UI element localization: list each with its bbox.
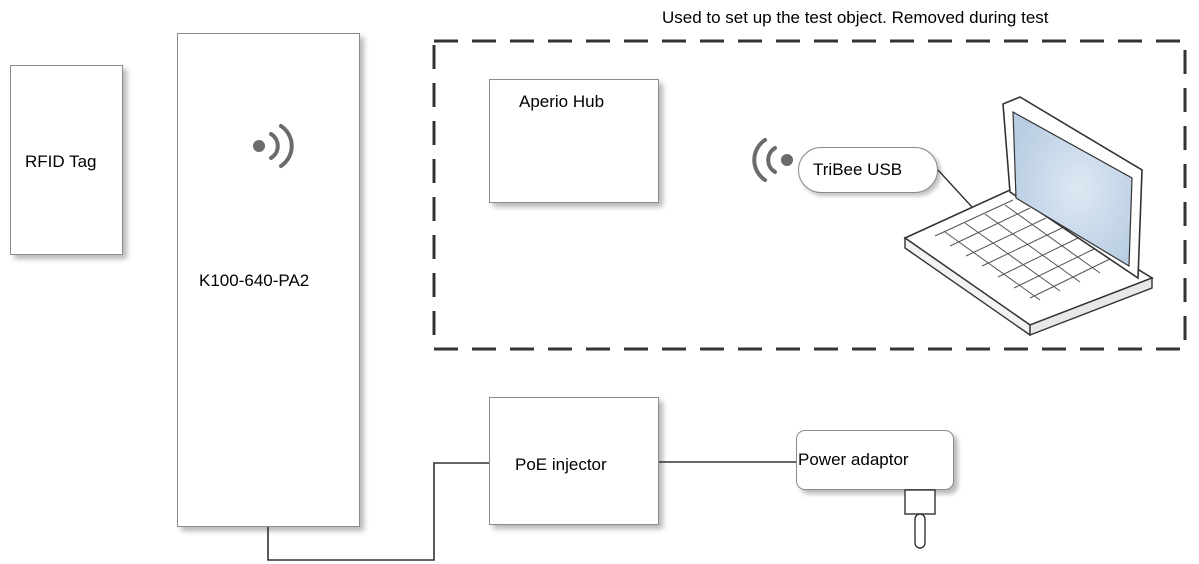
rfid-tag-label: RFID Tag [25,152,97,171]
reader-box: K100-640-PA2 [177,33,360,527]
poe-injector-box: PoE injector [489,397,659,525]
power-adaptor-box: Power adaptor [796,430,954,490]
reader-to-poe-connector [267,462,489,561]
laptop-icon [903,96,1154,337]
tribee-wireless-icon [752,138,793,182]
tribee-usb-label: TriBee USB [813,160,903,179]
tribee-to-laptop-connector [937,169,973,208]
reader-label: K100-640-PA2 [199,271,310,290]
setup-region-caption: Used to set up the test object. Removed … [662,8,1049,27]
rfid-tag-box: RFID Tag [10,65,123,255]
aperio-hub-label: Aperio Hub [519,92,605,111]
poe-injector-label: PoE injector [515,455,607,474]
reader-wireless-icon [253,124,294,168]
power-adaptor-label: Power adaptor [798,450,909,469]
aperio-hub-box: Aperio Hub [489,79,659,203]
tribee-usb-box: TriBee USB [798,147,938,193]
power-plug-icon [904,489,936,549]
